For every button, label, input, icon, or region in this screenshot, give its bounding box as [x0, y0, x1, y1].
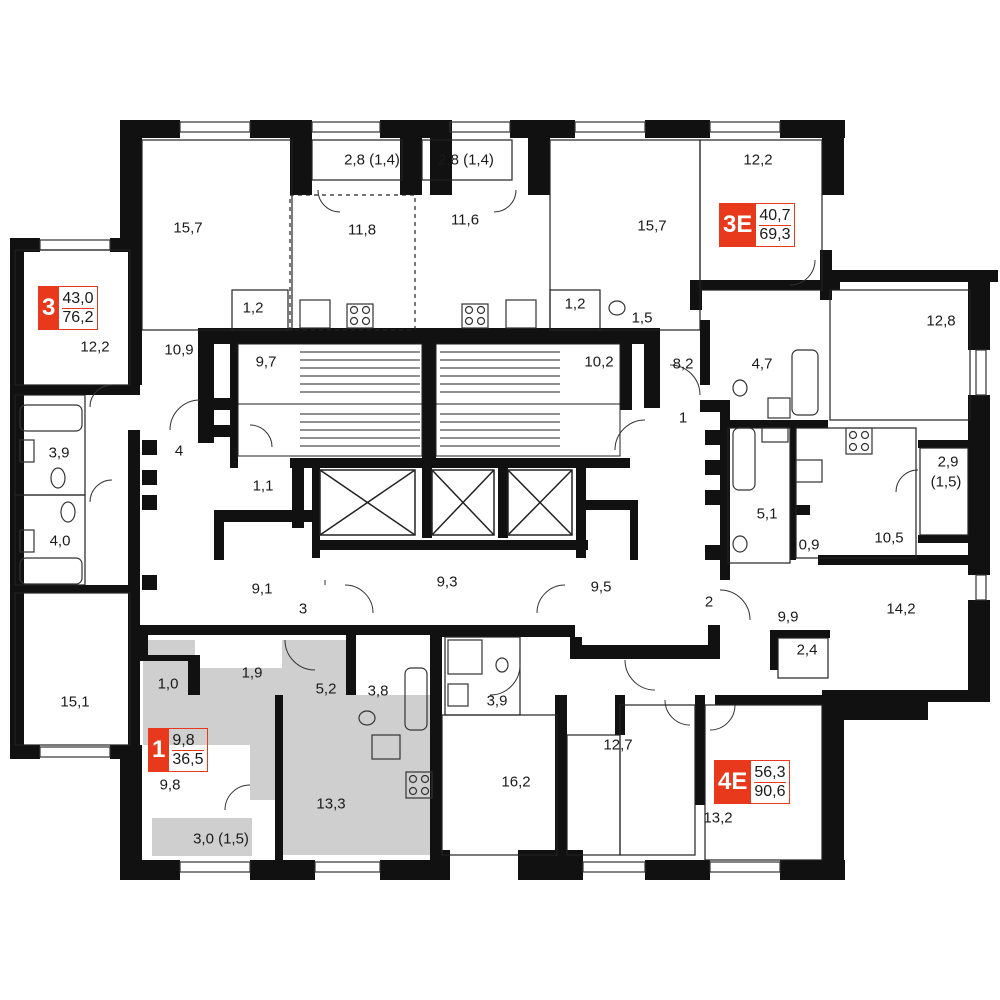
- room-area-label: 1,0: [157, 675, 179, 693]
- room-area-label: 12,2: [80, 338, 110, 356]
- room-area-label: 4,0: [49, 532, 71, 550]
- room-area-label: 5,1: [756, 505, 778, 523]
- room-area-label: 10,2: [584, 353, 614, 371]
- apartment-areas: 43,0 76,2: [59, 286, 98, 330]
- living-area: 40,7: [759, 206, 791, 226]
- room-area-label: 14,2: [886, 600, 916, 618]
- room-area-label: 10,9: [164, 341, 194, 359]
- room-area-label: 11,8: [347, 221, 377, 239]
- apartment-number: 3E: [719, 203, 757, 247]
- apartment-badge-4e: 4E 56,3 90,6: [714, 760, 790, 804]
- room-area-label: 4: [174, 442, 184, 460]
- room-area-label: 9,8: [159, 776, 181, 794]
- room-area-label: 4,7: [751, 355, 773, 373]
- room-area-label: 13,3: [316, 795, 346, 813]
- room-area-label: 8,2: [672, 355, 694, 373]
- room-area-label: 9,1: [251, 580, 273, 598]
- apartment-number: 1: [148, 728, 170, 772]
- room-area-label: 1,1: [252, 477, 274, 495]
- walls: [10, 120, 998, 880]
- room-area-label: 1: [678, 409, 688, 427]
- room-area-label: 2,4: [796, 641, 818, 659]
- total-area: 69,3: [759, 225, 791, 243]
- living-area: 56,3: [754, 763, 786, 783]
- room-area-label: 9,5: [590, 578, 612, 596]
- room-area-label: 1,9: [241, 664, 263, 682]
- room-area-label: 1,5: [631, 309, 653, 327]
- room-area-label: 2,8 (1,4): [344, 151, 400, 169]
- total-area: 76,2: [62, 308, 94, 326]
- room-area-label: 13,2: [703, 809, 733, 827]
- room-area-label: 2,9: [937, 453, 959, 471]
- apartment-badge-3e: 3E 40,7 69,3: [719, 203, 795, 247]
- room-outlines: [14, 139, 971, 861]
- elevators: [319, 469, 573, 536]
- room-area-label: 15,1: [60, 693, 90, 711]
- living-area: 9,8: [172, 732, 204, 751]
- apartment-areas: 56,3 90,6: [751, 760, 790, 804]
- doors: [89, 189, 919, 811]
- fixtures: [19, 299, 873, 799]
- room-area-label: 16,2: [501, 773, 531, 791]
- room-area-label: 15,7: [173, 219, 203, 237]
- apartment-badge-3: 3 43,0 76,2: [38, 286, 98, 330]
- living-area: 43,0: [62, 289, 94, 309]
- room-area-label: 3,0 (1,5): [193, 830, 249, 848]
- room-area-label: 3,8: [367, 682, 389, 700]
- total-area: 90,6: [754, 782, 786, 800]
- apartment-number: 3: [38, 286, 60, 330]
- apartment-number: 4E: [714, 760, 752, 804]
- room-area-label: 2: [704, 593, 714, 611]
- room-area-label: 12,7: [603, 736, 633, 754]
- room-area-label: 5,2: [315, 680, 337, 698]
- room-area-label: 12,8: [926, 312, 956, 330]
- room-area-label: (1,5): [930, 473, 962, 491]
- apartment-1-highlight: [143, 640, 433, 856]
- room-area-label: 2,8 (1,4): [438, 151, 494, 169]
- room-area-label: 3: [298, 600, 308, 618]
- room-area-label: 9,9: [777, 608, 799, 626]
- room-area-label: 1,2: [564, 295, 586, 313]
- room-area-label: 3,9: [486, 692, 508, 710]
- room-area-label: 0,9: [798, 536, 820, 554]
- apartment-badge-1: 1 9,8 36,5: [148, 728, 208, 772]
- apartment-areas: 9,8 36,5: [169, 728, 208, 772]
- room-area-label: 15,7: [637, 217, 667, 235]
- stairs: [237, 343, 621, 457]
- room-area-label: 12,2: [743, 151, 773, 169]
- room-area-label: 10,5: [874, 529, 904, 547]
- bathtubs: [19, 349, 819, 731]
- room-area-label: 9,7: [255, 353, 277, 371]
- room-area-label: 3,9: [48, 444, 70, 462]
- room-area-label: 1,2: [242, 299, 264, 317]
- room-area-label: 9,3: [436, 573, 458, 591]
- total-area: 36,5: [172, 750, 204, 768]
- apartment-areas: 40,7 69,3: [756, 203, 795, 247]
- room-area-label: 11,6: [450, 211, 480, 229]
